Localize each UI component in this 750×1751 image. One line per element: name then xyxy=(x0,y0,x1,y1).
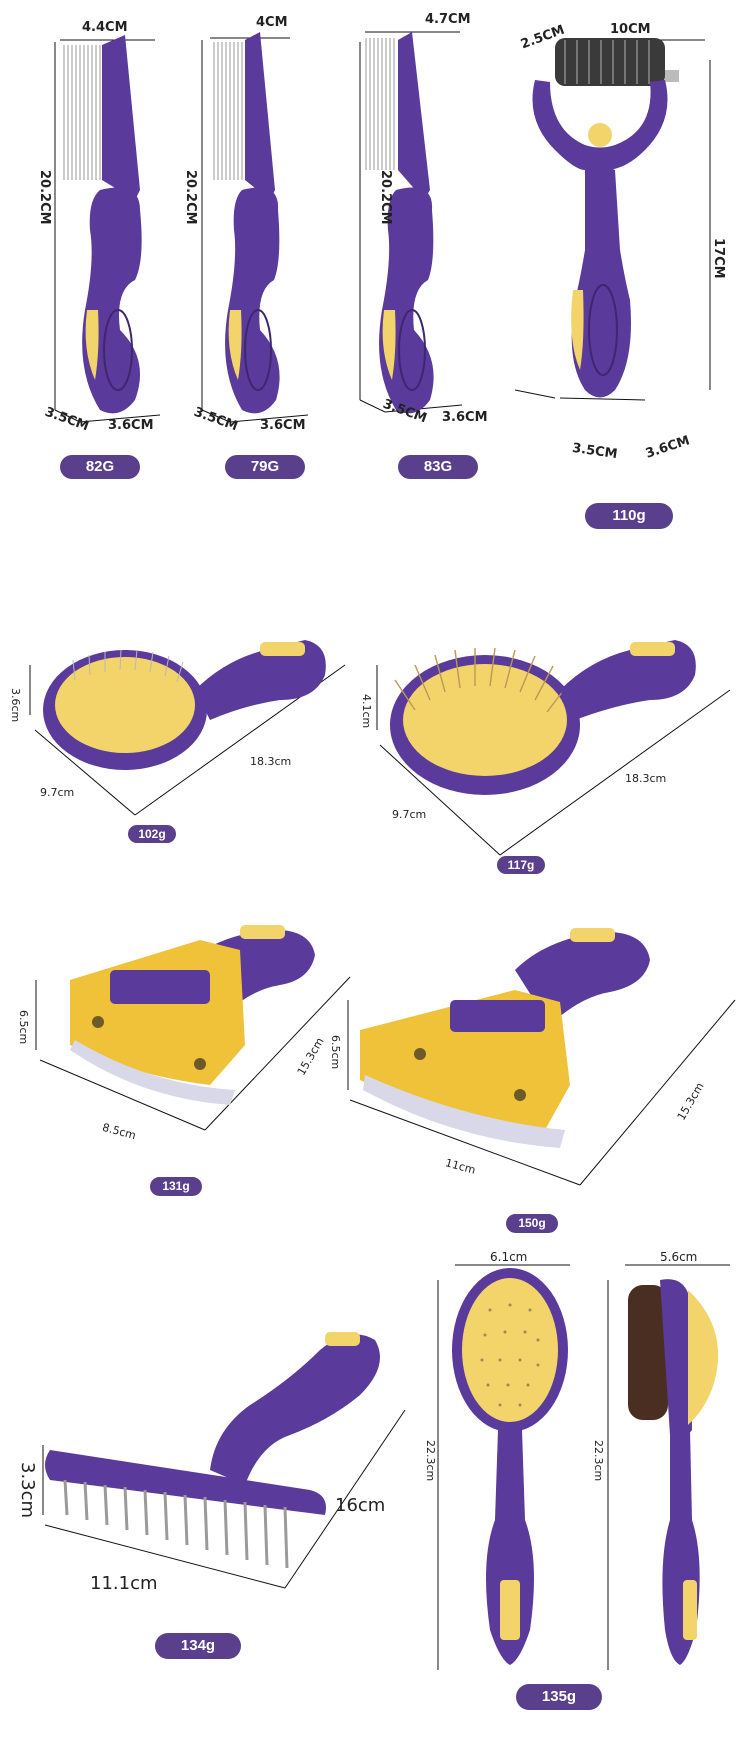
comb-2-weight-badge: 79G xyxy=(225,455,305,479)
pin-brush-weight-badge: 135g xyxy=(516,1684,602,1710)
dematting-rake-width-label: 10CM xyxy=(610,22,651,37)
undercoat-rake-length-label: 16cm xyxy=(335,1495,386,1516)
slicker-brush-large-weight-badge: 117g xyxy=(497,856,545,874)
comb-3-image xyxy=(359,31,463,414)
undercoat-rake-height-label: 3.3cm xyxy=(17,1462,38,1519)
slicker-brush-small-image xyxy=(29,640,346,816)
dematting-rake-weight-badge: 110g xyxy=(585,503,673,529)
comb-1-height-label: 20.2CM xyxy=(37,170,52,225)
slicker-brush-small-width-label: 9.7cm xyxy=(40,786,75,799)
comb-1-image xyxy=(54,35,161,423)
undercoat-rake-width-label: 11.1cm xyxy=(90,1573,158,1594)
dematting-rake-depth-label: 3.5CM xyxy=(571,440,619,463)
slicker-brush-small-weight-badge: 102g xyxy=(128,825,176,843)
dematting-rake-height-label: 17CM xyxy=(711,238,726,279)
comb-3-width-label: 4.7CM xyxy=(425,12,471,27)
comb-1-base-label: 3.6CM xyxy=(108,418,154,433)
pin-brush-side-image xyxy=(607,1264,730,1670)
comb-2-height-label: 20.2CM xyxy=(183,170,198,225)
pin-brush-front-width-label: 6.1cm xyxy=(490,1250,528,1264)
pin-brush-front-height-label: 22.3cm xyxy=(424,1440,437,1482)
deshedding-tool-large-weight-badge: 150g xyxy=(506,1214,558,1233)
deshedding-tool-small-weight-badge: 131g xyxy=(150,1177,202,1196)
deshedding-tool-large-height-label: 6.5cm xyxy=(329,1035,342,1070)
slicker-brush-large-width-label: 9.7cm xyxy=(392,808,427,821)
slicker-brush-large-height-label: 4.1cm xyxy=(360,694,373,729)
undercoat-rake-image xyxy=(42,1332,406,1589)
deshedding-tool-large-image xyxy=(347,928,736,1186)
comb-3-weight-badge: 83G xyxy=(398,455,478,479)
deshedding-tool-small-height-label: 6.5cm xyxy=(17,1010,30,1045)
slicker-brush-small-height-label: 3.6cm xyxy=(9,688,22,723)
pin-brush-side-width-label: 5.6cm xyxy=(660,1250,698,1264)
slicker-brush-large-image xyxy=(376,640,731,856)
comb-2-width-label: 4CM xyxy=(256,15,288,30)
comb-2-base-label: 3.6CM xyxy=(260,418,306,433)
slicker-brush-small-length-label: 18.3cm xyxy=(250,755,292,768)
slicker-brush-large-length-label: 18.3cm xyxy=(625,772,667,785)
comb-3-height-label: 20.2CM xyxy=(378,170,393,225)
comb-3-base-label: 3.6CM xyxy=(442,410,488,425)
undercoat-rake-weight-badge: 134g xyxy=(155,1633,241,1659)
pin-brush-front-image xyxy=(437,1264,570,1670)
dematting-rake-image xyxy=(514,38,711,401)
deshedding-tool-small-image xyxy=(35,925,351,1131)
pin-brush-side-height-label: 22.3cm xyxy=(592,1440,605,1482)
comb-2-image xyxy=(201,32,309,423)
comb-1-weight-badge: 82G xyxy=(60,455,140,479)
comb-1-width-label: 4.4CM xyxy=(82,20,128,35)
